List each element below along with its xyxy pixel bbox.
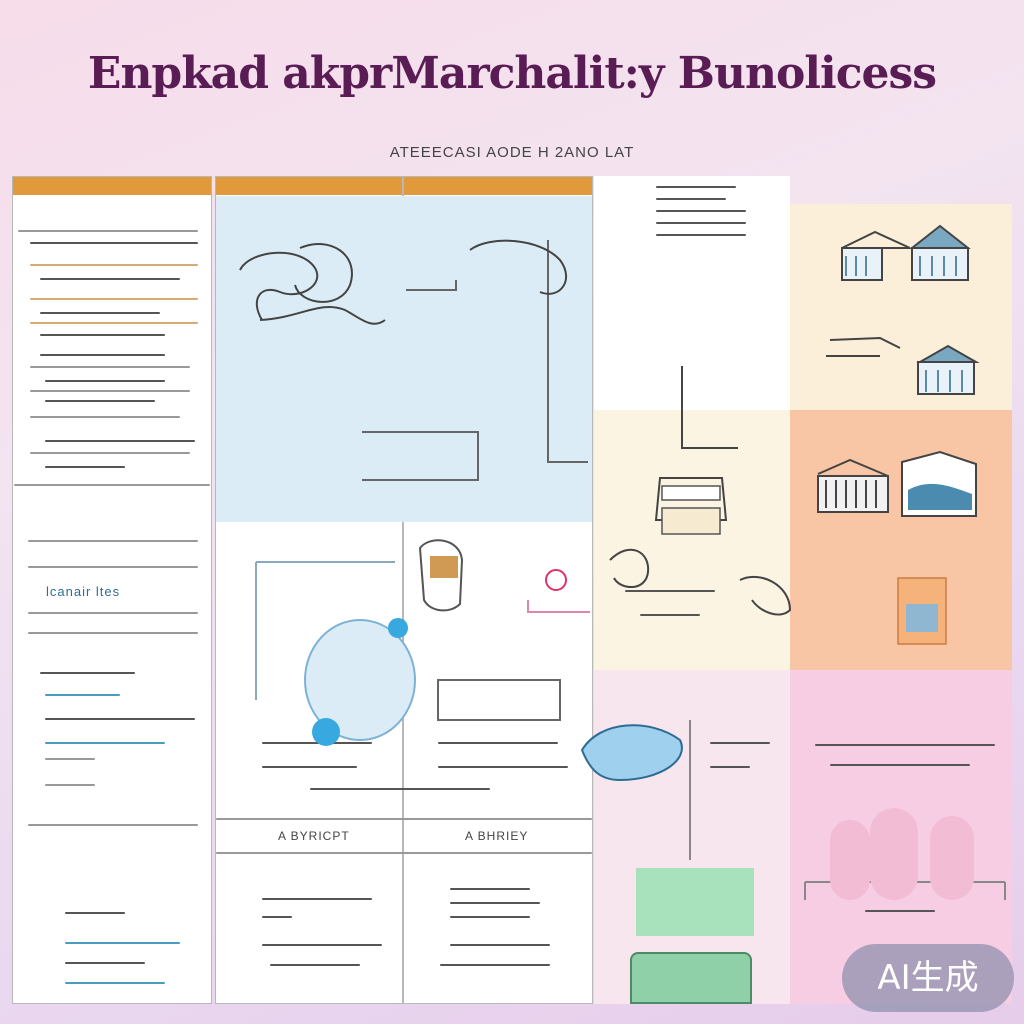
orange-card-inner <box>906 604 938 632</box>
page-subtitle: ATEEECASI AODE H 2ANO LAT <box>389 144 635 161</box>
basket-weave <box>430 556 458 578</box>
ai-generated-watermark: AI生成 <box>842 944 1014 1012</box>
blue-figure <box>304 619 416 741</box>
sketch-hand-2 <box>739 575 792 616</box>
connector-1 <box>406 280 457 291</box>
pink-silhouettes <box>830 808 974 900</box>
center-box-label-2: A BHRIEY <box>465 829 529 843</box>
blue-dot-1 <box>388 618 408 638</box>
small-ring <box>545 569 567 591</box>
connector-7 <box>527 600 590 613</box>
blue-shell <box>580 724 683 782</box>
building-sketch-3 <box>817 450 977 517</box>
connector-2 <box>362 431 479 481</box>
connector-3 <box>547 240 588 463</box>
right-cream-area <box>594 410 790 670</box>
sketch-head-1 <box>239 251 319 321</box>
left-panel <box>12 176 212 1004</box>
blue-dot-2 <box>312 718 340 746</box>
sketch-arm <box>259 306 386 325</box>
column-header-3 <box>404 177 592 195</box>
green-stool <box>630 952 752 1004</box>
window-glass <box>661 507 721 535</box>
sketch-window-frame <box>654 477 728 521</box>
center-box-label-1: A BYRICPT <box>278 829 350 843</box>
right-green-box <box>636 868 754 936</box>
sketch-hand-1 <box>609 548 650 588</box>
page-title: Enpkad akprMarchalit:y Bunolicess <box>87 48 937 99</box>
column-header-1 <box>13 177 211 195</box>
center-blue-area <box>216 196 592 522</box>
connector-6 <box>437 679 561 721</box>
window-shutters <box>661 485 721 501</box>
connector-8 <box>681 366 738 449</box>
sketch-head-2 <box>294 243 353 303</box>
left-mid-label: lcanair ltes <box>46 584 121 599</box>
building-sketch-2 <box>826 336 980 395</box>
column-header-2 <box>216 177 402 195</box>
sketch-hat <box>469 239 567 295</box>
building-sketch-1 <box>841 224 971 281</box>
